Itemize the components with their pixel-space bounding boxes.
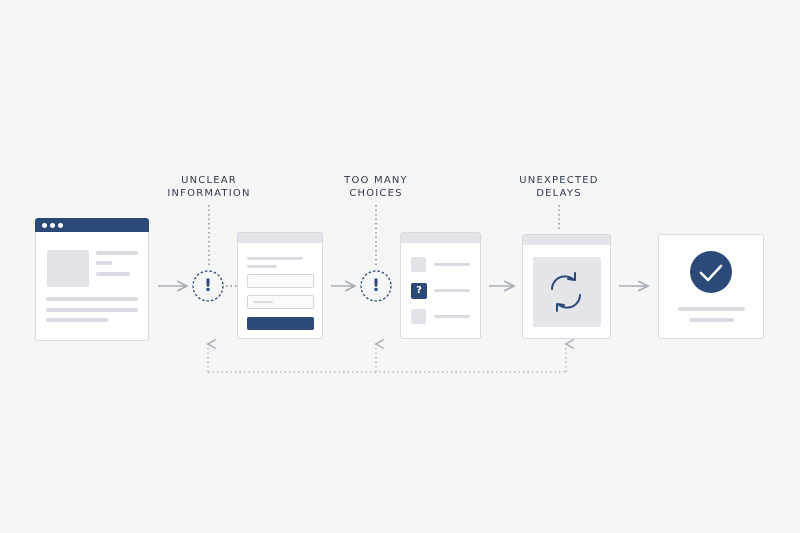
browser-titlebar — [35, 218, 149, 232]
window-dot — [50, 223, 55, 228]
warning-icon-2 — [360, 270, 392, 302]
text-line — [46, 308, 138, 312]
label-line: UNCLEAR — [181, 175, 237, 186]
card-header — [523, 235, 610, 245]
form-input — [247, 295, 314, 309]
loading-panel — [533, 257, 601, 327]
input-text — [253, 301, 273, 303]
text-line — [247, 257, 303, 260]
choices-card: ? — [400, 232, 481, 339]
option-checkbox — [411, 257, 426, 272]
text-line — [247, 265, 277, 268]
card-header — [401, 233, 480, 243]
warning-icon-1 — [192, 270, 224, 302]
label-unclear-information: UNCLEAR INFORMATION — [160, 174, 258, 200]
text-line — [96, 272, 130, 276]
text-line — [678, 307, 745, 311]
text-line — [46, 297, 138, 301]
label-too-many-choices: TOO MANY CHOICES — [330, 174, 422, 200]
option-checkbox — [411, 309, 426, 324]
window-dot — [42, 223, 47, 228]
option-line — [434, 315, 470, 318]
option-line — [434, 263, 470, 266]
success-card — [658, 234, 764, 339]
question-option: ? — [411, 283, 427, 299]
text-line — [46, 318, 108, 322]
window-dot — [58, 223, 63, 228]
text-line — [689, 318, 734, 322]
label-line: DELAYS — [536, 188, 582, 199]
option-line — [434, 289, 470, 292]
exclamation-glyph-1: ! — [204, 276, 212, 296]
label-line: INFORMATION — [167, 188, 251, 199]
text-line — [96, 261, 112, 265]
form-card — [237, 232, 323, 339]
text-line — [96, 251, 138, 255]
card-header — [238, 233, 322, 243]
label-line: UNEXPECTED — [519, 175, 599, 186]
submit-button — [247, 317, 314, 330]
label-line: CHOICES — [349, 188, 403, 199]
label-line: TOO MANY — [344, 175, 408, 186]
form-input — [247, 274, 314, 288]
landing-page-card — [35, 218, 149, 341]
label-unexpected-delays: UNEXPECTED DELAYS — [512, 174, 606, 200]
exclamation-glyph-2: ! — [372, 276, 380, 296]
loading-card — [522, 234, 611, 339]
image-placeholder — [47, 250, 89, 287]
